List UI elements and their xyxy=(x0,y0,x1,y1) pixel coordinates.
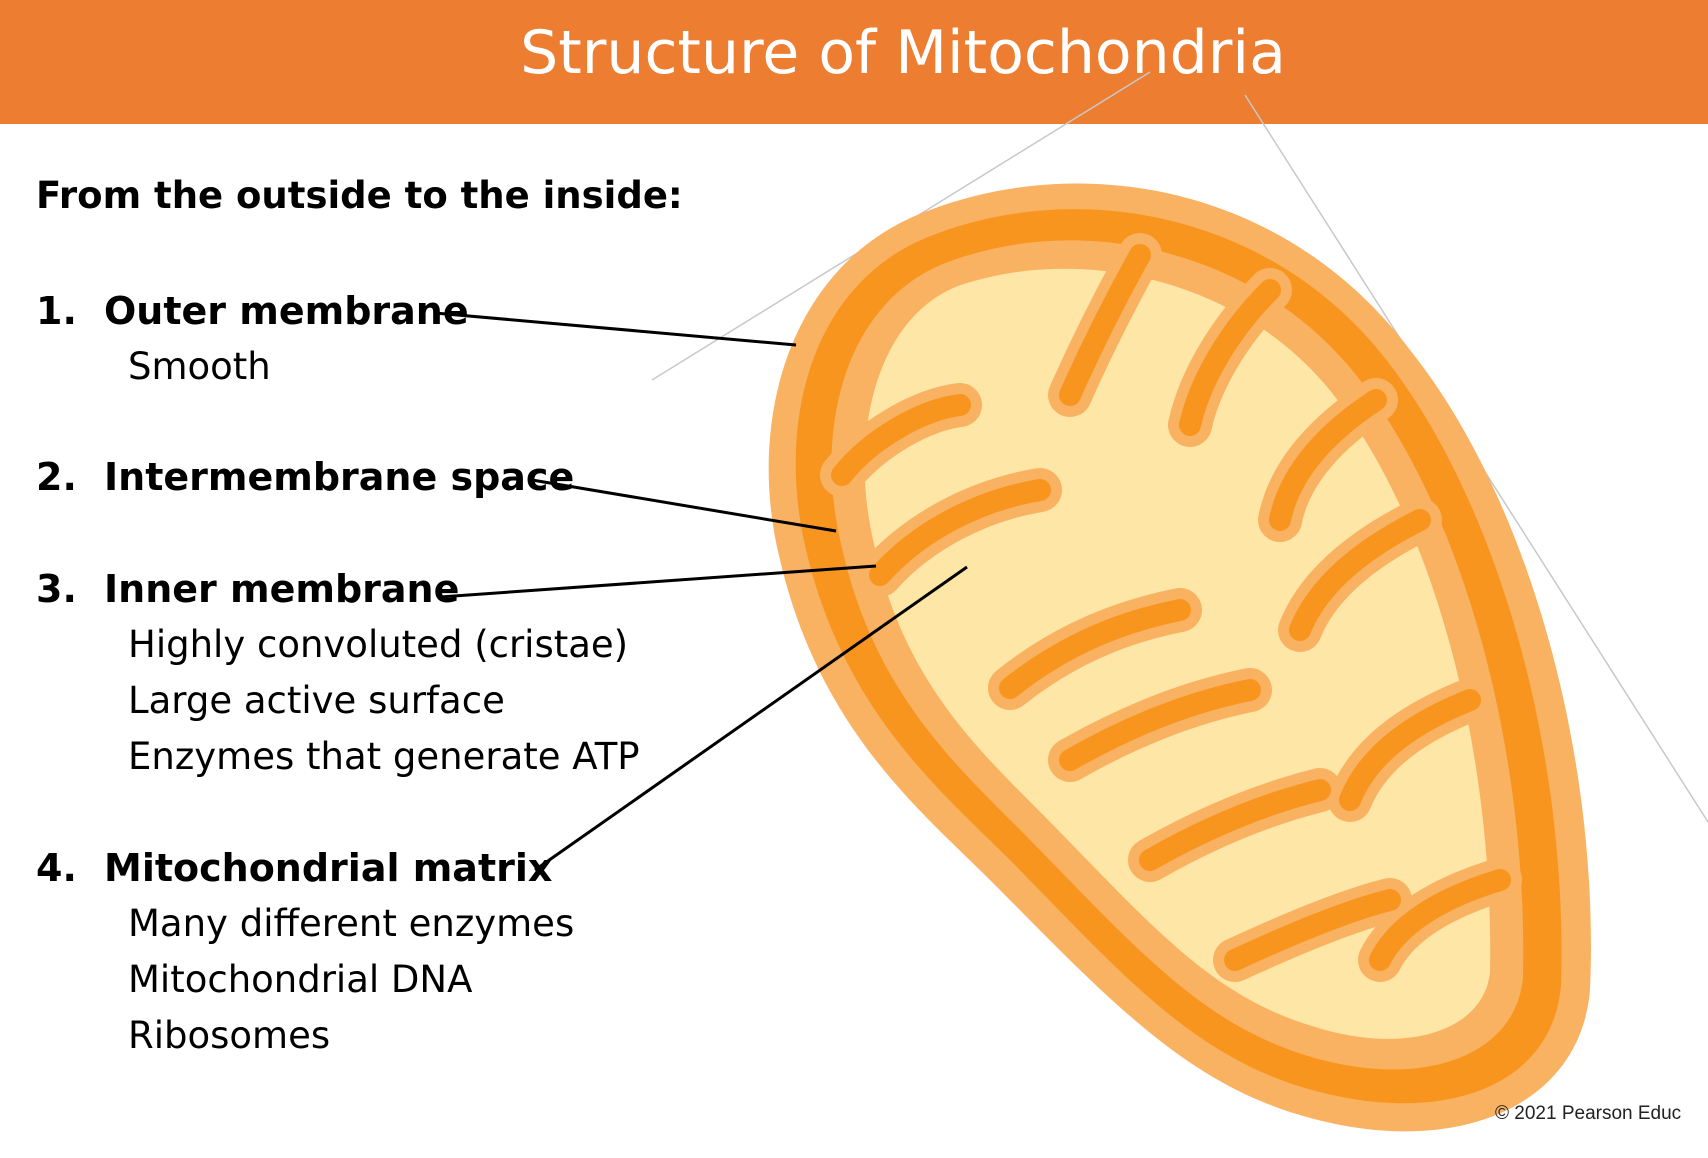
list-item-number: 2. xyxy=(36,455,77,499)
list-item-detail: Mitochondrial DNA xyxy=(128,958,473,1001)
leader-line-outer-membrane xyxy=(434,311,797,347)
list-item-detail: Large active surface xyxy=(128,679,505,722)
list-item-label: Mitochondrial matrix xyxy=(104,846,553,890)
list-item-number: 3. xyxy=(36,567,77,611)
page-title: Structure of Mitochondria xyxy=(520,18,1286,88)
intro-heading: From the outside to the inside: xyxy=(36,174,683,217)
list-item-mitochondrial-matrix: 4. Mitochondrial matrix Many different en… xyxy=(36,840,574,1064)
list-item-heading: 2. Intermembrane space xyxy=(36,449,574,505)
leader-line-inner-membrane xyxy=(439,564,877,599)
list-item-intermembrane-space: 2. Intermembrane space xyxy=(36,449,574,505)
list-item-label: Outer membrane xyxy=(104,289,469,333)
copyright-notice: © 2021 Pearson Educ xyxy=(1495,1103,1682,1124)
list-item-heading: 3. Inner membrane xyxy=(36,561,640,617)
list-item-heading: 1. Outer membrane xyxy=(36,283,469,339)
list-item-detail: Ribosomes xyxy=(128,1014,331,1057)
leader-line-mitochondrial-matrix xyxy=(534,565,968,872)
list-item-detail: Highly convoluted (cristae) xyxy=(128,623,629,666)
cristae xyxy=(820,233,1522,982)
list-item-inner-membrane: 3. Inner membrane Highly convoluted (cris… xyxy=(36,561,640,785)
title-bar: Structure of Mitochondria xyxy=(0,0,1708,124)
list-item-label: Inner membrane xyxy=(104,567,460,611)
list-item-number: 4. xyxy=(36,846,77,890)
list-item-detail: Enzymes that generate ATP xyxy=(128,735,640,778)
list-item-heading: 4. Mitochondrial matrix xyxy=(36,840,574,896)
list-item-detail: Many different enzymes xyxy=(128,902,575,945)
list-item-label: Intermembrane space xyxy=(104,455,575,499)
leader-line-intermembrane-space xyxy=(531,478,837,533)
list-item-outer-membrane: 1. Outer membrane Smooth xyxy=(36,283,469,395)
list-item-detail: Smooth xyxy=(128,345,271,388)
list-item-number: 1. xyxy=(36,289,77,333)
